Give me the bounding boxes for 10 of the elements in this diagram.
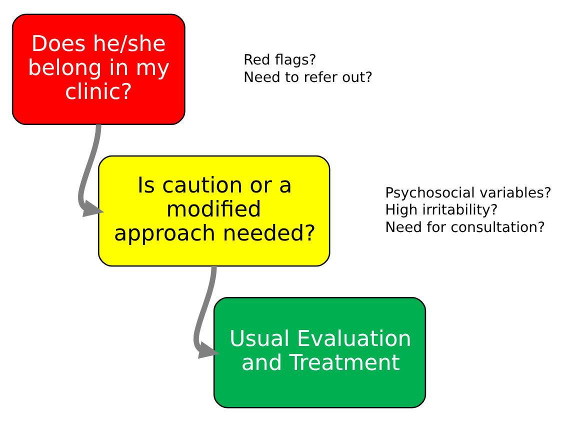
- node-label: High irritability?: [385, 202, 498, 218]
- node-label: Need to refer out?: [244, 69, 373, 86]
- node-label: Psychosocial variables?: [385, 184, 552, 201]
- node-box: Is caution or a modified approach needed?: [98, 154, 330, 266]
- arrow: [78, 124, 104, 217]
- node-box: Usual Evaluation and Treatment: [213, 296, 426, 408]
- node-label: Red flags?: [244, 52, 316, 68]
- arrow: [194, 265, 220, 358]
- node-box: Does he/she belong in my clinic?: [12, 13, 186, 125]
- node-label: Need for consultation?: [385, 220, 546, 236]
